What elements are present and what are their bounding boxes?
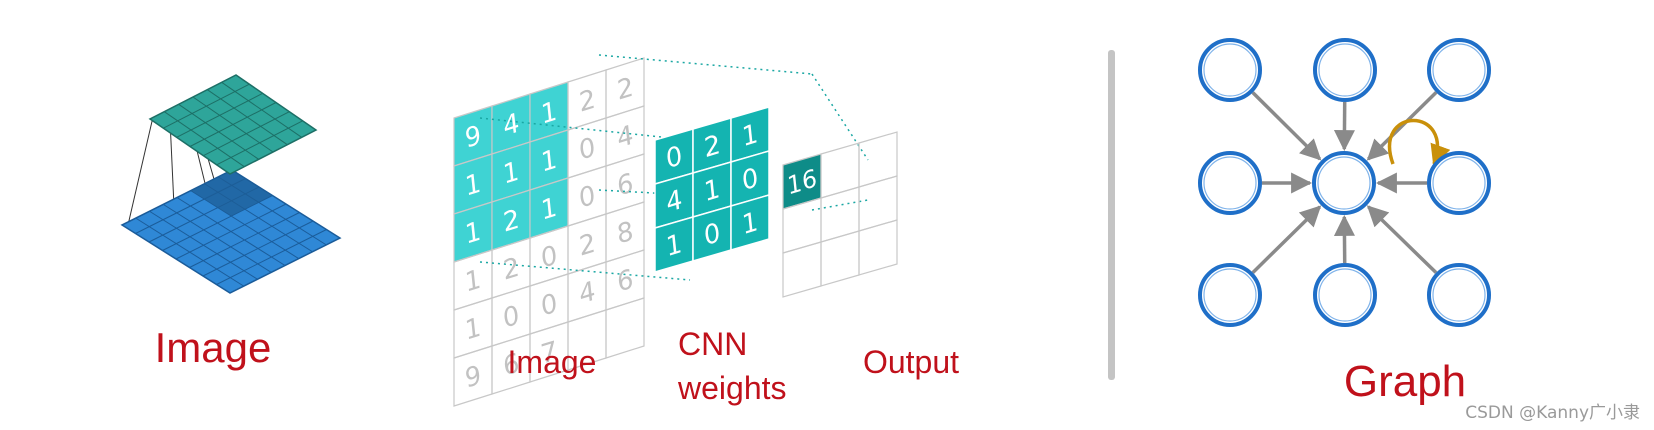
cnn-weights-label-line2: weights [677, 370, 787, 406]
output-grid-cell [858, 175, 898, 232]
graph-edge [1366, 91, 1438, 161]
input-grid-value: 0 [499, 301, 524, 335]
graph-node-inner-ring [1432, 43, 1486, 97]
input-grid-value: 0 [537, 289, 562, 323]
input-grid-cell [605, 297, 645, 359]
bottom-plane-gridline [135, 217, 245, 287]
self-loop-edge [1387, 118, 1451, 166]
output-grid-cell [820, 230, 860, 287]
bottom-plane-gridline [176, 197, 286, 266]
graph-node-inner-ring [1203, 268, 1257, 322]
graph-neighbor-node [1198, 38, 1262, 102]
input-grid-value: 2 [499, 253, 524, 287]
bottom-plane-gridline [202, 220, 314, 277]
bottom-plane-gridline [216, 229, 327, 285]
bottom-plane-gridline [149, 210, 258, 280]
graph-neighbor-node [1313, 38, 1377, 102]
graph-illustration: Graph [1198, 38, 1491, 406]
input-grid-value: 6 [613, 169, 638, 203]
input-grid-value: 9 [461, 361, 486, 395]
output-label: Output [863, 344, 959, 380]
graph-neighbor-node [1198, 263, 1262, 327]
graph-node-inner-ring [1317, 156, 1371, 210]
input-grid-value: 0 [575, 181, 600, 215]
graph-node-inner-ring [1318, 268, 1372, 322]
output-grid-cell [858, 219, 898, 276]
input-grid-value: 2 [575, 85, 600, 119]
left-image-label: Image [155, 324, 272, 371]
graph-node-inner-ring [1203, 43, 1257, 97]
graph-node-inner-ring [1432, 268, 1486, 322]
input-grid-value: 4 [575, 277, 600, 311]
graph-neighbor-node [1198, 151, 1262, 215]
output-grid-cell [782, 241, 822, 298]
bottom-image-plane [120, 169, 342, 294]
section-divider [1108, 50, 1115, 380]
input-grid-value: 0 [575, 133, 600, 167]
output-grid-cell [820, 142, 860, 199]
input-grid-value: 1 [461, 313, 486, 347]
input-grid-value: 8 [613, 217, 638, 251]
output-grid-cell [820, 186, 860, 243]
graph-neighbor-node [1427, 151, 1491, 215]
bottom-plane-gridline [189, 212, 300, 268]
input-grid-value: 2 [575, 229, 600, 263]
graph-neighbor-node [1313, 263, 1377, 327]
graph-node-inner-ring [1203, 156, 1257, 210]
graph-edge [1251, 91, 1322, 161]
graph-node-inner-ring [1318, 43, 1372, 97]
bottom-plane-gridline [162, 203, 272, 273]
watermark: CSDN @Kanny广小隶 [1465, 403, 1640, 423]
input-grid-value: 6 [613, 265, 638, 299]
graph-neighbor-node [1427, 38, 1491, 102]
top-feature-plane [148, 74, 318, 175]
cnn-weights-label-line1: CNN [678, 326, 747, 362]
graph-nodes [1198, 38, 1491, 327]
receptive-field-patch [190, 170, 273, 217]
input-grid-value: 2 [613, 73, 638, 107]
image-planes-illustration: Image [120, 74, 342, 371]
input-grid-value: 1 [461, 265, 486, 299]
graph-label: Graph [1344, 357, 1466, 406]
output-grid: 16 [782, 131, 898, 298]
graph-edge [1251, 205, 1322, 274]
graph-edges [1251, 91, 1438, 274]
top-plane-gridline [164, 111, 245, 168]
kernel-grid-cell [730, 194, 770, 251]
graph-neighbor-node [1427, 263, 1491, 327]
output-grid-cell [858, 131, 898, 188]
graph-node-inner-ring [1432, 156, 1486, 210]
cnn-image-label: Image [508, 344, 597, 380]
graph-center-node [1312, 151, 1376, 215]
graph-edge [1366, 205, 1438, 274]
input-grid-value: 4 [613, 121, 638, 155]
